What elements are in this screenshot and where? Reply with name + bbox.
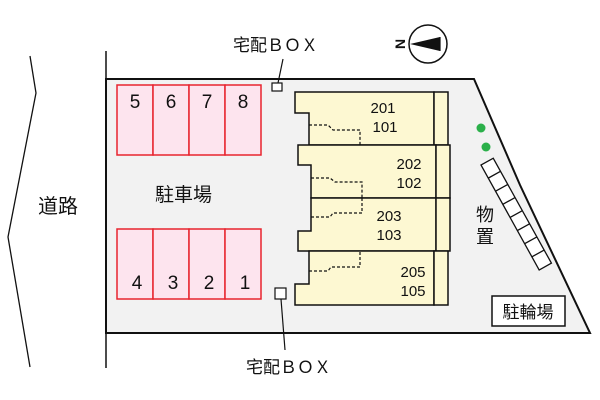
storage-label: 物	[476, 205, 494, 226]
compass-north-label: N	[392, 39, 408, 49]
unit-lower-number: 102	[396, 175, 421, 192]
unit-205-105[interactable]: 205 105	[294, 250, 449, 306]
road-label: 道路	[38, 194, 78, 218]
compass-icon: N	[392, 24, 448, 64]
parking-space-6[interactable]	[152, 84, 190, 156]
tree-icon	[481, 142, 491, 152]
delivery-box-top[interactable]	[271, 82, 283, 92]
parking-number: 6	[166, 92, 177, 113]
parking-space-8[interactable]	[224, 84, 262, 156]
unit-201-101[interactable]: 201 101	[294, 91, 449, 146]
parking-number: 1	[240, 273, 251, 294]
unit-lower-number: 105	[400, 283, 425, 300]
parking-number: 7	[202, 92, 213, 113]
bicycle-parking-label: 駐輪場	[503, 303, 554, 323]
parking-space-1[interactable]	[224, 228, 262, 300]
bicycle-parking-box[interactable]	[491, 295, 566, 327]
parking-space-5[interactable]	[116, 84, 154, 156]
tree-icon	[476, 123, 486, 133]
delivery-box-bottom[interactable]	[274, 287, 287, 300]
unit-upper-number: 202	[396, 156, 421, 173]
unit-202-102[interactable]: 202 102	[297, 144, 451, 199]
parking-number: 2	[204, 273, 215, 294]
parking-number: 4	[132, 273, 143, 294]
delivery-box-top-leader	[277, 58, 284, 84]
parking-number: 8	[238, 92, 249, 113]
parking-number: 5	[130, 92, 141, 113]
delivery-box-bottom-leader	[280, 298, 286, 351]
unit-upper-number: 205	[400, 264, 425, 281]
parking-space-7[interactable]	[188, 84, 226, 156]
parking-lot-label: 駐車場	[155, 184, 212, 206]
parking-row-bottom: 4 3 2 1	[116, 228, 262, 300]
apartment-building: 201 101 202 102 203 103 205 105	[294, 91, 451, 306]
road-edge-line	[7, 55, 37, 368]
unit-lower-number: 101	[372, 119, 397, 136]
storage-label: 置	[476, 227, 494, 248]
unit-upper-number: 203	[376, 208, 401, 225]
storage-units[interactable]	[480, 157, 553, 271]
parking-row-top: 5 6 7 8	[116, 84, 262, 156]
unit-203-103[interactable]: 203 103	[297, 197, 451, 252]
unit-upper-number: 201	[370, 100, 395, 117]
parking-number: 3	[168, 273, 179, 294]
delivery-box-bottom-label: 宅配ＢＯＸ	[246, 358, 331, 378]
parking-space-2[interactable]	[188, 228, 226, 300]
unit-lower-number: 103	[376, 227, 401, 244]
delivery-box-top-label: 宅配ＢＯＸ	[233, 36, 318, 56]
